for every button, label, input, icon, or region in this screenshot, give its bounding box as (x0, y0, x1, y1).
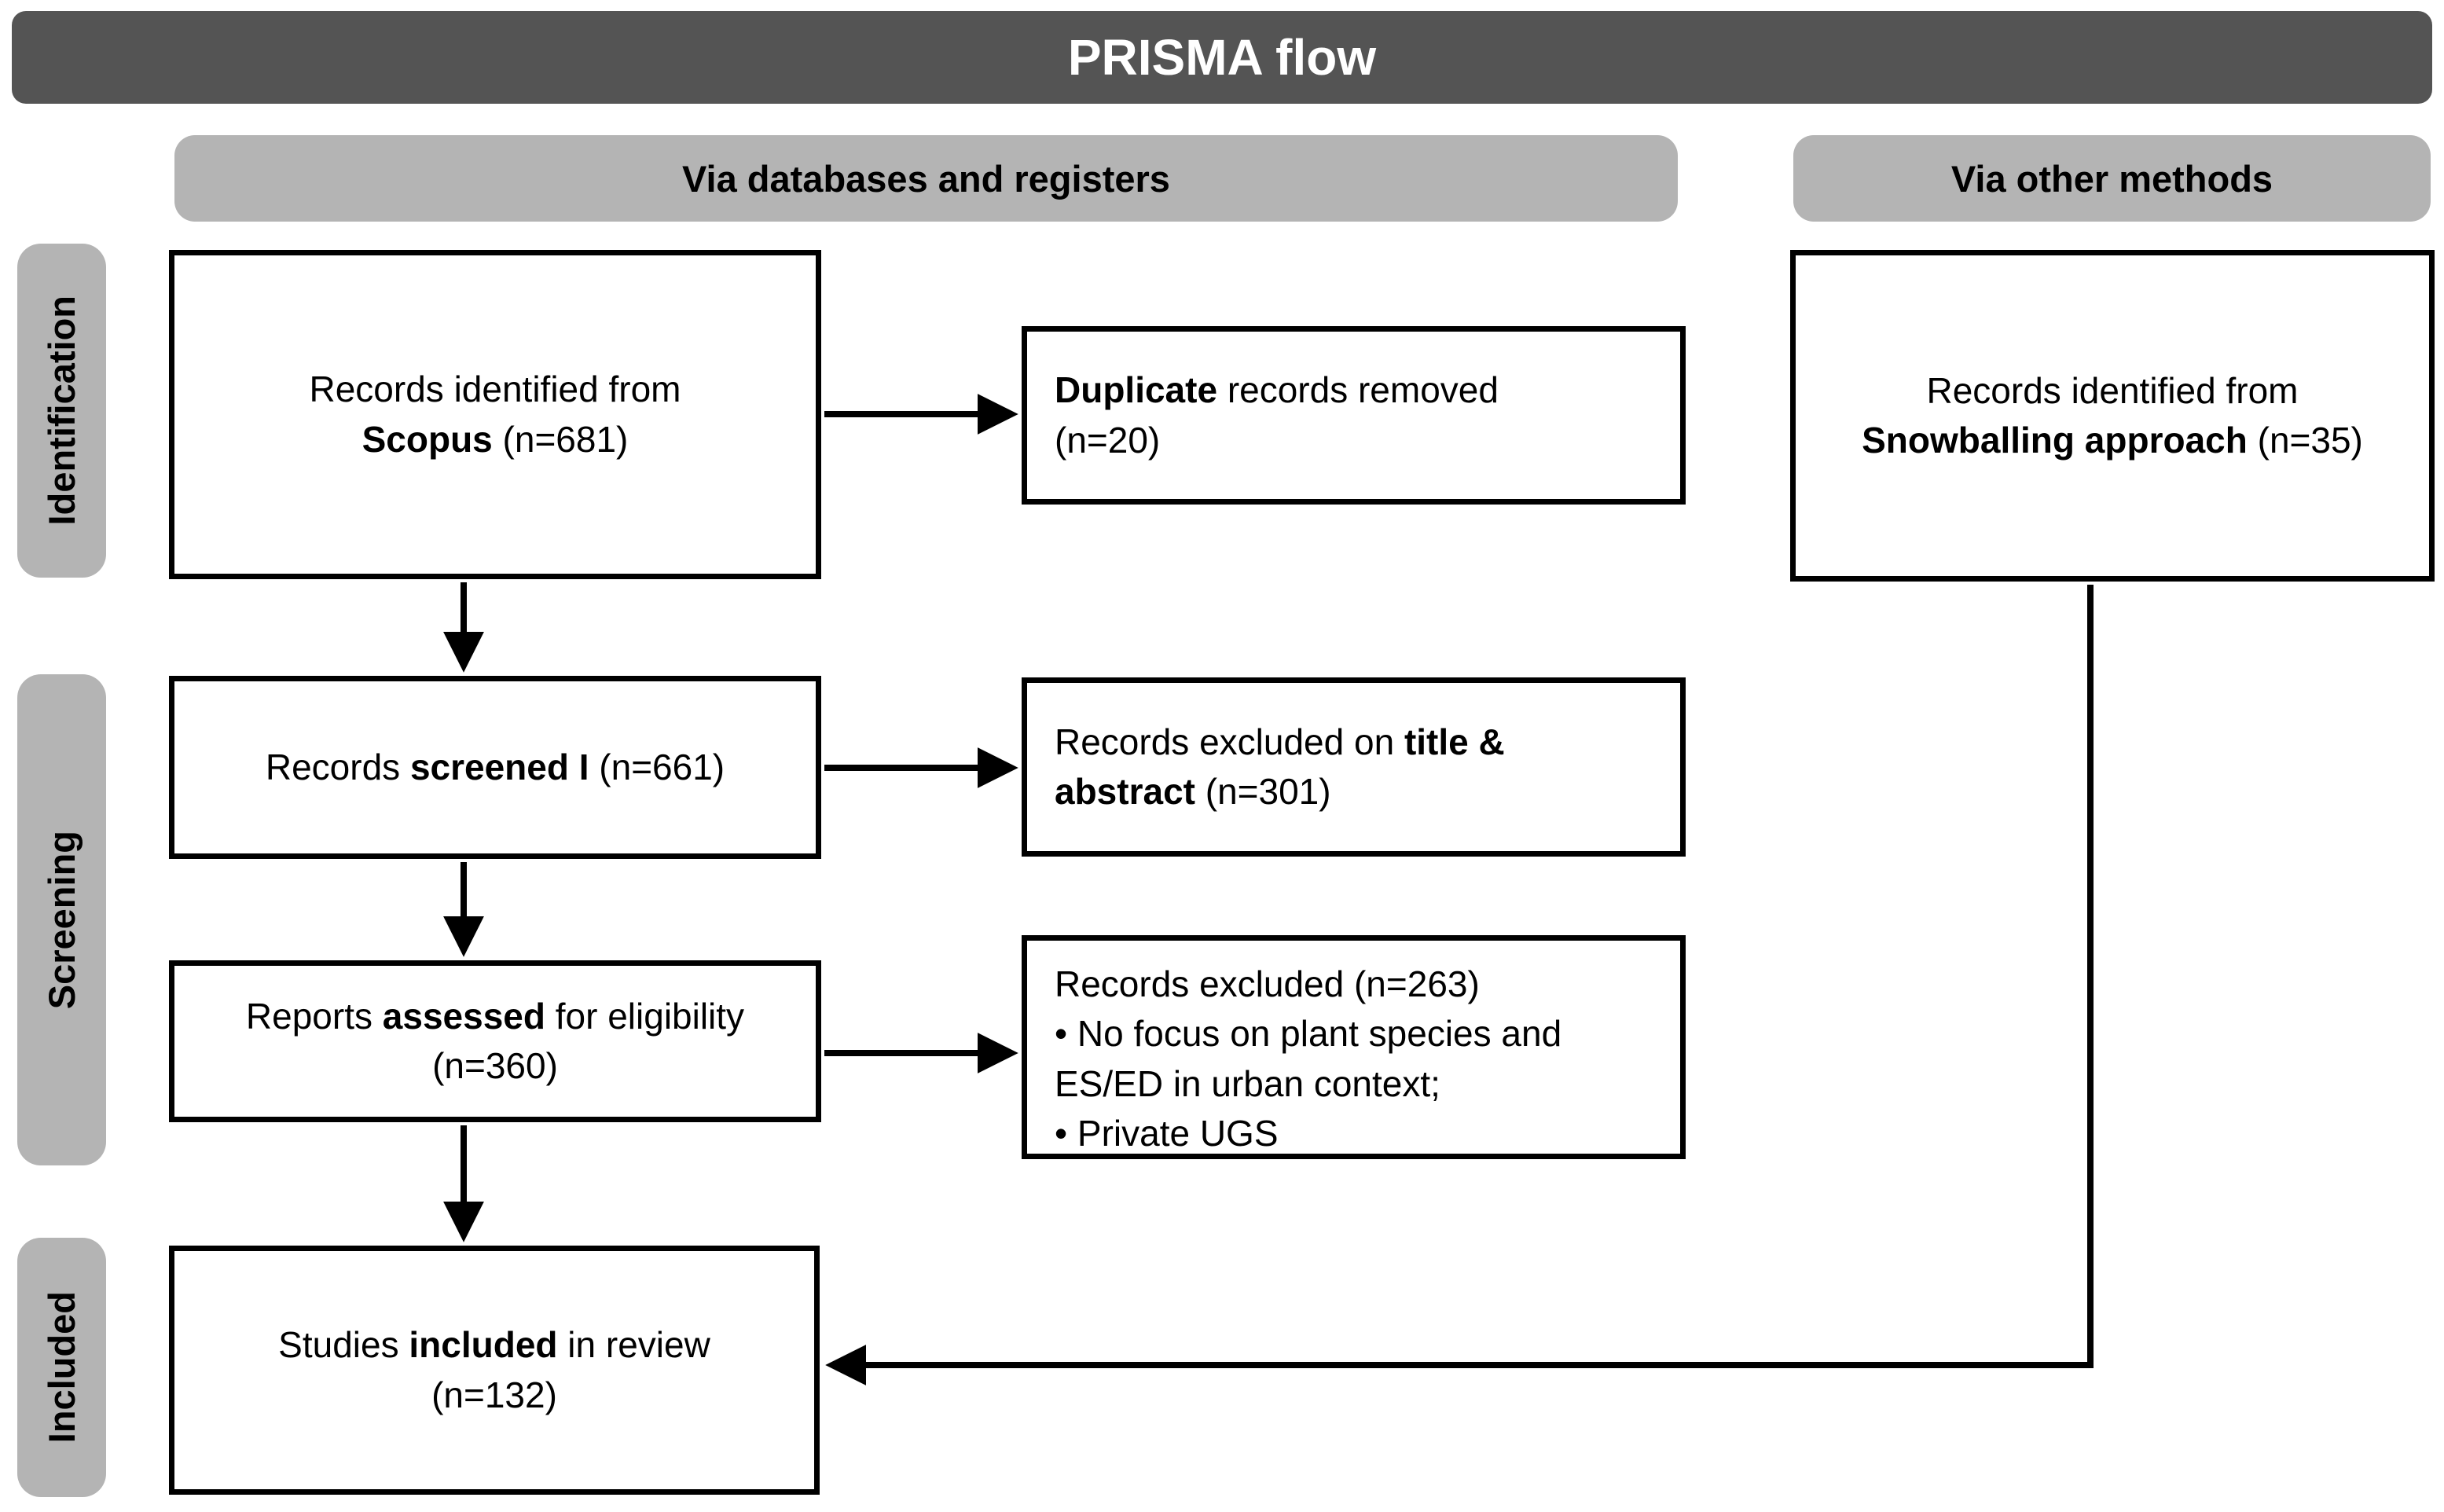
stage-label-included: Included (17, 1238, 106, 1497)
box-text: Records screened I (n=661) (174, 743, 816, 792)
diagram-title-bar: PRISMA flow (12, 11, 2432, 104)
bullet-item: • Private UGS (1055, 1113, 1279, 1154)
text-segment: (n=20) (1055, 419, 1161, 461)
box-text: Reports assessed for eligibility (n=360) (174, 992, 816, 1092)
text-segment: Records identified from (309, 369, 681, 410)
column-header-databases-label: Via databases and registers (682, 157, 1170, 200)
text-segment: (n=681) (492, 418, 629, 460)
box-records-identified-scopus: Records identified from Scopus (n=681) (169, 250, 821, 579)
text-segment: (n=132) (431, 1374, 557, 1415)
text-segment: in review (557, 1324, 710, 1366)
page-title: PRISMA flow (1067, 29, 1377, 86)
text-segment-bold: Scopus (361, 418, 493, 460)
column-header-databases: Via databases and registers (174, 135, 1678, 222)
stage-label-screening-text: Screening (41, 830, 83, 1010)
text-segment: Studies (278, 1324, 409, 1366)
box-duplicates-removed: Duplicate records removed (n=20) (1022, 326, 1686, 505)
box-reports-assessed: Reports assessed for eligibility (n=360) (169, 960, 821, 1122)
box-records-screened: Records screened I (n=661) (169, 676, 821, 859)
box-text: Records identified from Scopus (n=681) (174, 365, 816, 464)
text-segment: (n=35) (2247, 420, 2363, 461)
box-text: Records excluded (n=263) • No focus on p… (1055, 960, 1653, 1159)
text-segment: Reports (245, 995, 383, 1037)
text-segment: (n=360) (432, 1045, 558, 1086)
text-segment: (n=661) (589, 746, 725, 787)
text-segment: Records excluded on (1055, 721, 1404, 762)
stage-label-identification: Identification (17, 244, 106, 578)
box-excluded-fulltext: Records excluded (n=263) • No focus on p… (1022, 935, 1686, 1159)
box-text: Records excluded on title & abstract (n=… (1055, 717, 1653, 817)
column-header-other-methods-label: Via other methods (1950, 157, 2273, 200)
text-segment: records removed (1217, 369, 1499, 411)
text-segment: (n=301) (1194, 771, 1331, 812)
box-studies-included: Studies included in review (n=132) (169, 1246, 820, 1495)
stage-label-screening: Screening (17, 674, 106, 1165)
box-records-identified-snowballing: Records identified from Snowballing appr… (1790, 250, 2435, 582)
text-segment: for eligibility (545, 995, 745, 1037)
text-segment: Records (265, 746, 410, 787)
text-segment-bold: screened I (409, 746, 589, 787)
bullet-item: • No focus on plant species and ES/ED in… (1055, 1013, 1562, 1104)
text-segment-bold: title & (1404, 721, 1505, 762)
text-segment-bold: Snowballing approach (1862, 420, 2248, 461)
box-text: Duplicate records removed (n=20) (1055, 365, 1653, 465)
box-excluded-title-abstract: Records excluded on title & abstract (n=… (1022, 677, 1686, 857)
stage-label-included-text: Included (41, 1291, 83, 1444)
text-segment-bold: Duplicate (1055, 369, 1218, 411)
text-segment-bold: abstract (1055, 771, 1195, 812)
stage-label-identification-text: Identification (41, 295, 83, 526)
text-segment-bold: included (409, 1324, 558, 1366)
box-text: Records identified from Snowballing appr… (1796, 366, 2429, 466)
text-segment-bold: assessed (382, 995, 545, 1037)
text-segment: Records excluded (n=263) (1055, 963, 1480, 1004)
text-segment: Records identified from (1926, 369, 2299, 411)
column-header-other-methods: Via other methods (1793, 135, 2431, 222)
box-text: Studies included in review (n=132) (174, 1320, 814, 1420)
